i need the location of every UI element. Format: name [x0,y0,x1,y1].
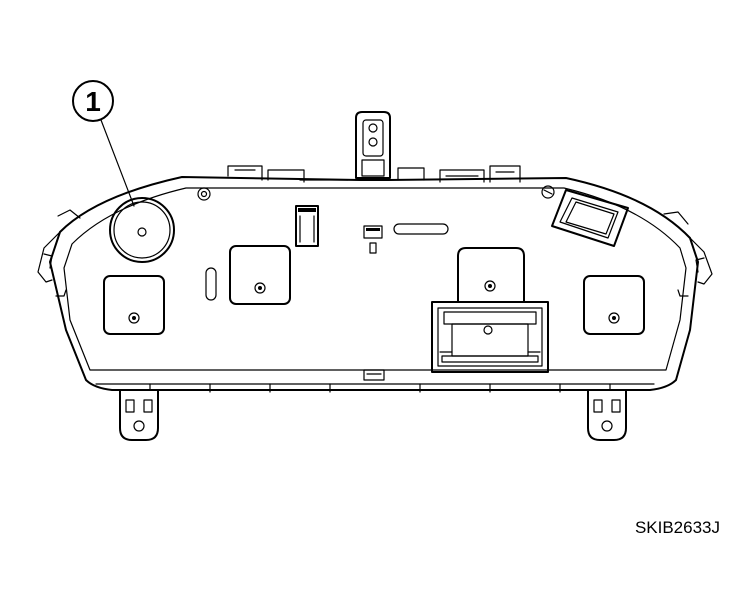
bottom-rim [95,383,655,393]
mounting-foot-left [119,389,159,441]
screw-top-left [197,187,211,201]
top-connector-tab [355,111,391,179]
callout-1: 1 [72,80,135,207]
right-side-flange [663,211,713,297]
boss-pad-center-left [229,245,291,305]
screw-top-right [541,185,555,199]
housing-inner-rim [63,187,687,371]
upper-connector-socket [295,205,319,247]
figure-code: SKIB2633J [635,518,720,537]
bottom-connector [363,369,385,381]
top-rim-clips [227,165,521,183]
left-side-flange [37,209,81,297]
round-component [109,197,175,263]
callout-1-number: 1 [85,86,101,117]
rectangular-window [551,189,629,247]
connector-assembly [431,247,549,373]
small-indicator [363,225,383,254]
boss-pad-left [103,275,165,335]
housing-outline [49,176,699,391]
horizontal-slot [393,223,449,235]
mounting-foot-right [587,389,627,441]
boss-pad-right [583,275,645,335]
vertical-slot [205,267,217,301]
callout-1-leader [100,119,135,207]
